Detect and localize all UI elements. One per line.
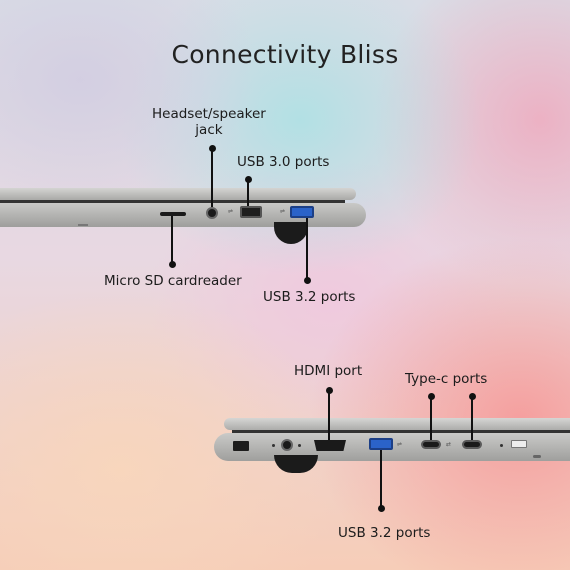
usb32-port <box>369 438 393 450</box>
power-jack-port <box>281 439 293 451</box>
led-indicator <box>272 444 275 447</box>
headset-jack-port <box>206 207 218 219</box>
hdmi-port <box>314 440 346 451</box>
laptop-hinge-gap <box>232 430 570 433</box>
usb30-port <box>240 206 262 218</box>
typec-label: Type-c ports <box>405 371 488 387</box>
typec-port-2 <box>462 440 482 449</box>
dc-power-port <box>233 441 249 451</box>
laptop-lid <box>224 418 570 430</box>
vent-mark <box>78 224 88 226</box>
security-lock-slot <box>511 440 527 448</box>
typec-port-1 <box>421 440 441 449</box>
usb32-bottom-label: USB 3.2 ports <box>338 525 431 541</box>
laptop-foot <box>274 455 318 473</box>
laptop-foot <box>274 222 308 244</box>
vent-mark <box>533 455 541 458</box>
usb-symbol-icon: ⇌ <box>228 208 234 215</box>
hdmi-label: HDMI port <box>294 363 363 379</box>
led-indicator <box>500 444 503 447</box>
microsd-label: Micro SD cardreader <box>104 273 242 289</box>
usb-symbol-icon: ⇌ <box>280 208 286 215</box>
laptop-hinge-gap <box>0 200 345 203</box>
microsd-slot <box>160 212 186 216</box>
usb32-top-label: USB 3.2 ports <box>263 289 356 305</box>
usb30-label: USB 3.0 ports <box>237 154 330 170</box>
usb32-port <box>290 206 314 218</box>
laptop-lid <box>0 188 356 200</box>
headset-jack-label: Headset/speaker jack <box>152 106 266 138</box>
led-indicator <box>298 444 301 447</box>
page-title: Connectivity Bliss <box>171 40 399 69</box>
usb-symbol-icon: ⇌ <box>397 441 403 448</box>
typec-symbol-icon: ⇄ <box>446 441 452 448</box>
